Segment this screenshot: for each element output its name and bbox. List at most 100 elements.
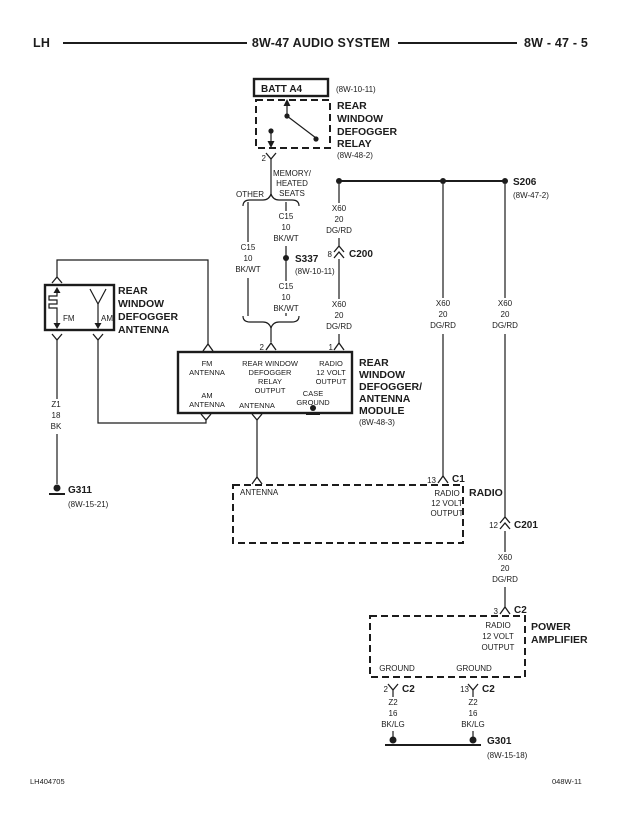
male-pin-icon: [437, 474, 449, 484]
case-ground-icon: [306, 405, 320, 415]
am-terminal-label: AM: [101, 314, 113, 323]
page-number: 8W - 47 - 5: [524, 36, 588, 50]
relay-name-line: DEFOGGER: [337, 126, 398, 138]
radio: X60 20 DG/RD 13 C1 ANTENNA RADIO 12 VOLT…: [232, 184, 503, 544]
c200-pin-number: 8: [328, 250, 333, 259]
module-pin2-number: 2: [260, 343, 265, 352]
module-radio-out-label: 12 VOLT: [316, 368, 346, 377]
relay-name-line: WINDOW: [337, 113, 383, 125]
wire-label: X60: [332, 204, 347, 213]
module-radio-out-label: OUTPUT: [316, 377, 347, 386]
wire-label: 20: [335, 215, 344, 224]
inline-connector-icon: [499, 515, 511, 530]
wire-label: BK/WT: [235, 265, 260, 274]
c2-in-label: C2: [514, 605, 527, 616]
wire-label: DG/RD: [326, 226, 352, 235]
bus-12v: S206 (8W-47-2) X60 20 DG/RD 8 C200 X60 2…: [326, 177, 549, 352]
module-ref: (8W-48-3): [359, 418, 395, 427]
wire-label: BK/LG: [461, 720, 485, 729]
female-pin-icon: [387, 683, 399, 692]
male-pin-icon: [202, 342, 214, 352]
module-name: ANTENNA: [359, 393, 411, 405]
female-pin-icon: [251, 413, 263, 422]
battery-label: BATT A4: [261, 84, 303, 95]
ground-g311-ref: (8W-15-21): [68, 500, 109, 509]
ground-g301-label: G301: [487, 736, 512, 747]
amp-out-label: 12 VOLT: [482, 632, 514, 641]
junction-dot: [336, 178, 342, 184]
male-pin-icon: [265, 341, 277, 351]
wire-label: DG/RD: [492, 575, 518, 584]
c2-gnd-left-pin-number: 2: [384, 685, 389, 694]
amp-out-label: OUTPUT: [482, 643, 515, 652]
ground-icon: [385, 736, 481, 746]
antenna-box-name: DEFOGGER: [118, 311, 179, 323]
c2-in-pin-number: 3: [494, 607, 499, 616]
fm-terminal-label: FM: [63, 314, 75, 323]
arrow-up-icon: [283, 99, 291, 106]
module-relay-out-label: RELAY: [258, 377, 282, 386]
wire-fm-antenna: [56, 259, 209, 344]
wire-label: 16: [469, 709, 478, 718]
wire-label: BK/LG: [381, 720, 405, 729]
battery-box: [252, 77, 330, 98]
wire-label: 16: [389, 709, 398, 718]
female-pin-icon: [92, 333, 104, 342]
amplifier-name: POWER: [531, 621, 571, 633]
amp-out-label: RADIO: [485, 621, 510, 630]
antenna-box: [43, 283, 116, 332]
module-relay-out-label: DEFOGGER: [249, 368, 293, 377]
rear-window-antenna: REAR WINDOW DEFOGGER ANTENNA FM AM Z1 18…: [43, 259, 214, 509]
wire-label: BK/WT: [273, 304, 298, 313]
wire-am-antenna: [97, 340, 207, 424]
module-relay-out-label: REAR WINDOW: [242, 359, 299, 368]
option-memory-label: SEATS: [279, 189, 305, 198]
module-name: WINDOW: [359, 369, 405, 381]
battery-feed: BATT A4 (8W-10-11): [252, 77, 376, 98]
male-pin-icon: [333, 341, 345, 351]
wire-label: 10: [282, 223, 291, 232]
split-brace-icon: [242, 192, 300, 207]
module-am-label: AM: [201, 391, 212, 400]
radio-name: RADIO: [469, 487, 503, 499]
c200-label: C200: [349, 249, 373, 260]
c201-label: C201: [514, 520, 538, 531]
c2-gnd-right-pin-number: 13: [460, 685, 469, 694]
wire-label: 10: [244, 254, 253, 263]
radio-box: [232, 484, 464, 544]
relay-ref: (8W-48-2): [337, 151, 373, 160]
wire-label: 20: [439, 310, 448, 319]
c201-pin-number: 12: [489, 521, 498, 530]
radio-out-label: 12 VOLT: [431, 499, 463, 508]
relay-box: [255, 99, 331, 149]
splice-s206-label: S206: [513, 177, 537, 188]
splice-s206-ref: (8W-47-2): [513, 191, 549, 200]
amp-ground-label: GROUND: [456, 664, 492, 673]
relay-name-line: REAR: [337, 100, 367, 112]
module-pin1-number: 1: [329, 343, 334, 352]
female-pin-icon: [200, 413, 212, 422]
module-name: DEFOGGER/: [359, 381, 422, 393]
option-other-label: OTHER: [236, 190, 264, 199]
female-pin-icon: [467, 683, 479, 692]
wire-label: Z2: [388, 698, 398, 707]
page-title: 8W-47 AUDIO SYSTEM: [252, 36, 390, 50]
c2-gnd-left-label: C2: [402, 684, 415, 695]
radio-out-label: OUTPUT: [431, 509, 464, 518]
module-case-ground-label: CASE: [303, 389, 323, 398]
wire-label: BK: [51, 422, 62, 431]
inline-connector-icon: [333, 244, 345, 259]
relay-name-line: RELAY: [337, 138, 372, 150]
splice-dot: [283, 255, 289, 261]
wire-label: C15: [279, 212, 294, 221]
splice-s337-ref: (8W-10-11): [295, 267, 335, 276]
battery-ref: (8W-10-11): [336, 85, 376, 94]
splice-dot: [502, 178, 508, 184]
amp-ground-label: GROUND: [379, 664, 415, 673]
module-name: REAR: [359, 357, 389, 369]
wire-label: 18: [52, 411, 61, 420]
option-split: OTHER MEMORY/ HEATED SEATS C15 10 BK/WT …: [235, 169, 335, 352]
module-fm-label: ANTENNA: [189, 368, 225, 377]
